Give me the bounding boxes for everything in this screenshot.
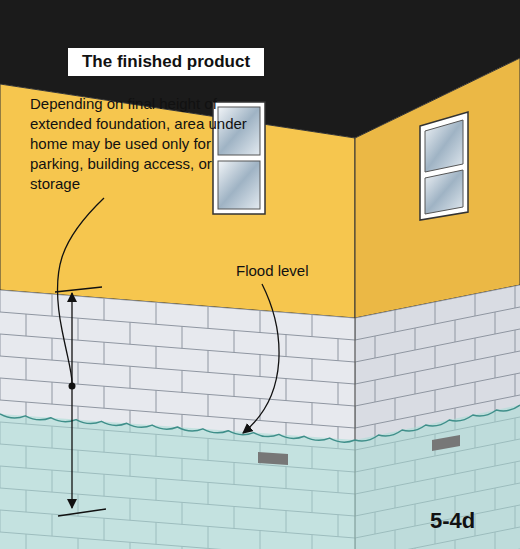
brick-joint bbox=[156, 390, 157, 412]
brick-joint bbox=[0, 378, 355, 406]
brick-joint bbox=[130, 366, 131, 388]
figure-number: 5-4d bbox=[430, 508, 510, 534]
side-wall bbox=[355, 58, 520, 318]
brick-joint bbox=[182, 326, 183, 348]
brick-joint bbox=[52, 294, 53, 316]
brick-joint bbox=[455, 364, 456, 386]
brick-joint bbox=[234, 330, 235, 352]
brick-joint bbox=[286, 335, 287, 357]
brick-joint bbox=[0, 290, 1, 312]
brick-joint bbox=[208, 306, 209, 328]
brick-joint bbox=[475, 382, 476, 404]
brick-joint bbox=[455, 320, 456, 342]
brick-joint bbox=[52, 338, 53, 360]
brick-joint bbox=[395, 310, 396, 332]
brick-joint bbox=[435, 346, 436, 368]
window bbox=[420, 112, 468, 220]
vent bbox=[258, 452, 288, 465]
brick-joint bbox=[78, 362, 79, 384]
front-wall bbox=[0, 84, 355, 318]
brick-joint bbox=[260, 311, 261, 333]
brick-joint bbox=[208, 394, 209, 416]
leader-dot bbox=[69, 383, 76, 390]
brick-joint bbox=[475, 338, 476, 360]
brick-joint bbox=[355, 351, 520, 384]
brick-joint bbox=[435, 302, 436, 324]
brick-joint bbox=[0, 290, 355, 318]
brick-joint bbox=[26, 314, 27, 336]
brick-joint bbox=[260, 399, 261, 421]
brick-joint bbox=[312, 359, 313, 381]
dimension-arrow bbox=[71, 293, 72, 508]
flood-water bbox=[0, 405, 520, 549]
brick-joint bbox=[26, 358, 27, 380]
brick-joint bbox=[312, 403, 313, 425]
brick-joint bbox=[78, 318, 79, 340]
brick-joint bbox=[52, 382, 53, 404]
brick-joint bbox=[395, 354, 396, 376]
brick-joint bbox=[515, 374, 516, 396]
leader-line bbox=[57, 198, 104, 383]
brick-joint bbox=[0, 356, 355, 384]
brick-joint bbox=[375, 380, 376, 402]
brick-joint bbox=[338, 383, 339, 405]
brick-joint bbox=[286, 379, 287, 401]
brick-joint bbox=[0, 312, 355, 340]
brick-joint bbox=[182, 370, 183, 392]
brick-joint bbox=[415, 328, 416, 350]
callout-note: Depending on final height of extended fo… bbox=[30, 94, 248, 194]
brick-joint bbox=[130, 322, 131, 344]
heading-box: The finished product bbox=[66, 46, 266, 78]
brick-joint bbox=[234, 374, 235, 396]
brick-joint bbox=[415, 372, 416, 394]
brick-joint bbox=[495, 356, 496, 378]
brick-joint bbox=[395, 398, 396, 420]
brick-joint bbox=[156, 302, 157, 324]
brick-joint bbox=[375, 336, 376, 358]
brick-joint bbox=[156, 346, 157, 368]
brick-joint bbox=[0, 378, 1, 400]
brick-joint bbox=[435, 390, 436, 412]
brick-joint bbox=[338, 339, 339, 361]
leader-line bbox=[243, 284, 279, 433]
brick-joint bbox=[104, 386, 105, 408]
vent bbox=[432, 435, 460, 451]
brick-joint bbox=[515, 286, 516, 308]
heading-text: The finished product bbox=[82, 52, 250, 72]
brick-joint bbox=[515, 330, 516, 352]
brick-joint bbox=[312, 315, 313, 337]
brick-joint bbox=[475, 294, 476, 316]
flood-level-line bbox=[0, 405, 520, 442]
brick-joint bbox=[104, 298, 105, 320]
flood-level-label: Flood level bbox=[236, 262, 346, 280]
dimension-tick bbox=[58, 509, 106, 516]
brick-joint bbox=[260, 355, 261, 377]
brick-joint bbox=[0, 334, 355, 362]
brick-joint bbox=[208, 350, 209, 372]
brick-joint bbox=[495, 312, 496, 334]
brick-joint bbox=[0, 334, 1, 356]
brick-joint bbox=[104, 342, 105, 364]
dimension-tick bbox=[55, 287, 102, 292]
brick-joint bbox=[355, 307, 520, 340]
